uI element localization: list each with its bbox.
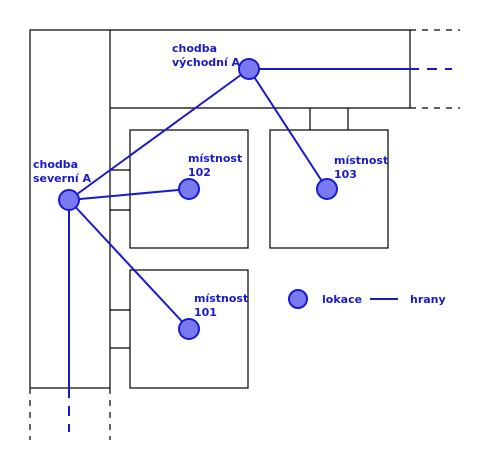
label-room-101-1: místnost <box>194 292 248 305</box>
nodes <box>58 58 338 340</box>
edge-north-102 <box>68 188 190 201</box>
label-room-103-1: místnost <box>334 154 388 167</box>
label-room-102-1: místnost <box>188 152 242 165</box>
legend-node-label: lokace <box>322 293 362 306</box>
label-room-102-2: 102 <box>188 166 211 179</box>
legend: lokace hrany <box>288 289 446 309</box>
node-room-102 <box>178 178 200 200</box>
edge-east-103 <box>248 68 328 190</box>
label-corridor-north-1: chodba <box>33 158 78 171</box>
legend-node-swatch <box>288 289 308 309</box>
edge-north-east <box>68 68 250 201</box>
walls <box>29 29 460 440</box>
label-room-103-2: 103 <box>334 168 357 181</box>
node-room-103 <box>316 178 338 200</box>
legend-edge-label: hrany <box>410 293 446 306</box>
edges <box>68 68 452 432</box>
room-101-walls <box>129 269 249 389</box>
label-room-101-2: 101 <box>194 306 217 319</box>
label-corridor-north-2: severní A <box>33 172 91 185</box>
room-102-walls <box>129 129 249 249</box>
edge-north-101 <box>68 199 190 330</box>
node-room-101 <box>178 318 200 340</box>
node-corridor-north <box>58 189 80 211</box>
label-corridor-east-2: východní A <box>172 56 241 69</box>
room-103-walls <box>269 129 389 249</box>
labels: chodba severní A chodba východní A místn… <box>33 42 388 319</box>
node-corridor-east <box>238 58 260 80</box>
label-corridor-east-1: chodba <box>172 42 217 55</box>
